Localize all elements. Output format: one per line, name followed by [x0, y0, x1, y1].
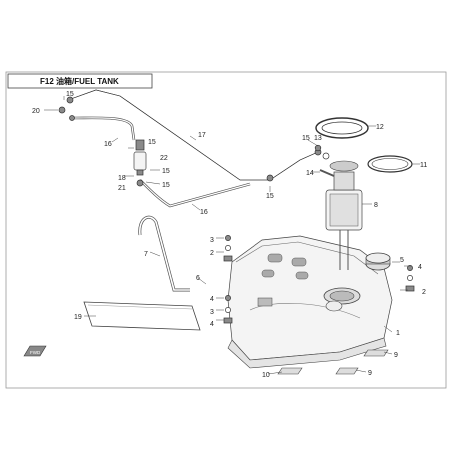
pump-fittings [314, 144, 335, 177]
fwd-marker-text: FWD [30, 350, 41, 355]
callout-numbers: 1 2 2 3 3 4 4 4 5 6 7 8 9 9 10 11 12 13 … [32, 91, 427, 379]
callout-11: 11 [420, 162, 427, 169]
title-box: F12 油箱/FUEL TANK [7, 73, 153, 89]
fuel-tank [227, 235, 393, 369]
callout-2-left: 2 [210, 250, 214, 257]
callout-1: 1 [396, 330, 400, 337]
callout-15-filter-top: 15 [162, 168, 170, 175]
callout-13: 13 [314, 135, 322, 142]
drain-hose [138, 215, 190, 292]
callout-2-right: 2 [422, 289, 426, 296]
callout-17: 17 [198, 132, 206, 139]
callout-19: 19 [74, 314, 82, 321]
locking-ring [315, 117, 369, 139]
fuel-pump [325, 160, 363, 270]
callout-6: 6 [196, 275, 200, 282]
callout-4-right: 4 [418, 264, 422, 271]
callout-7: 7 [144, 251, 148, 258]
callout-9-lower: 9 [368, 370, 372, 377]
callout-20: 20 [32, 108, 40, 115]
callout-8: 8 [374, 202, 378, 209]
callout-15-pump: 15 [302, 135, 310, 142]
forward-marker: FWD [23, 345, 47, 357]
fastener-stack-upper [223, 235, 233, 262]
callout-22: 22 [160, 155, 168, 162]
callout-21: 21 [118, 185, 126, 192]
callout-12: 12 [376, 124, 384, 131]
callout-16-upper: 16 [104, 141, 112, 148]
callout-4-left: 4 [210, 296, 214, 303]
callout-14: 14 [306, 170, 314, 177]
rubber-pads [277, 349, 389, 375]
callout-9-upper: 9 [394, 352, 398, 359]
leader-lines [44, 96, 420, 375]
callout-5: 5 [400, 257, 404, 264]
callout-15-hose: 15 [148, 139, 156, 146]
protective-plate [83, 301, 201, 331]
callout-15-mid: 15 [266, 193, 274, 200]
diagram-title: F12 油箱/FUEL TANK [40, 76, 119, 86]
callout-3-lower: 3 [210, 309, 214, 316]
callout-3-upper: 3 [210, 237, 214, 244]
callout-15-top: 15 [66, 91, 74, 98]
diagram-frame [5, 71, 447, 389]
breather-hose-assembly [58, 89, 322, 208]
callout-15-filter-bottom: 15 [162, 182, 170, 189]
callout-18: 18 [118, 175, 126, 182]
callout-10: 10 [262, 372, 270, 379]
fuel-cap [365, 252, 391, 271]
fastener-stack-lower [223, 295, 233, 324]
pump-gasket [367, 155, 413, 173]
callout-4-lower: 4 [210, 321, 214, 328]
callout-16-lower: 16 [200, 209, 208, 216]
fastener-stack-right [405, 265, 415, 292]
